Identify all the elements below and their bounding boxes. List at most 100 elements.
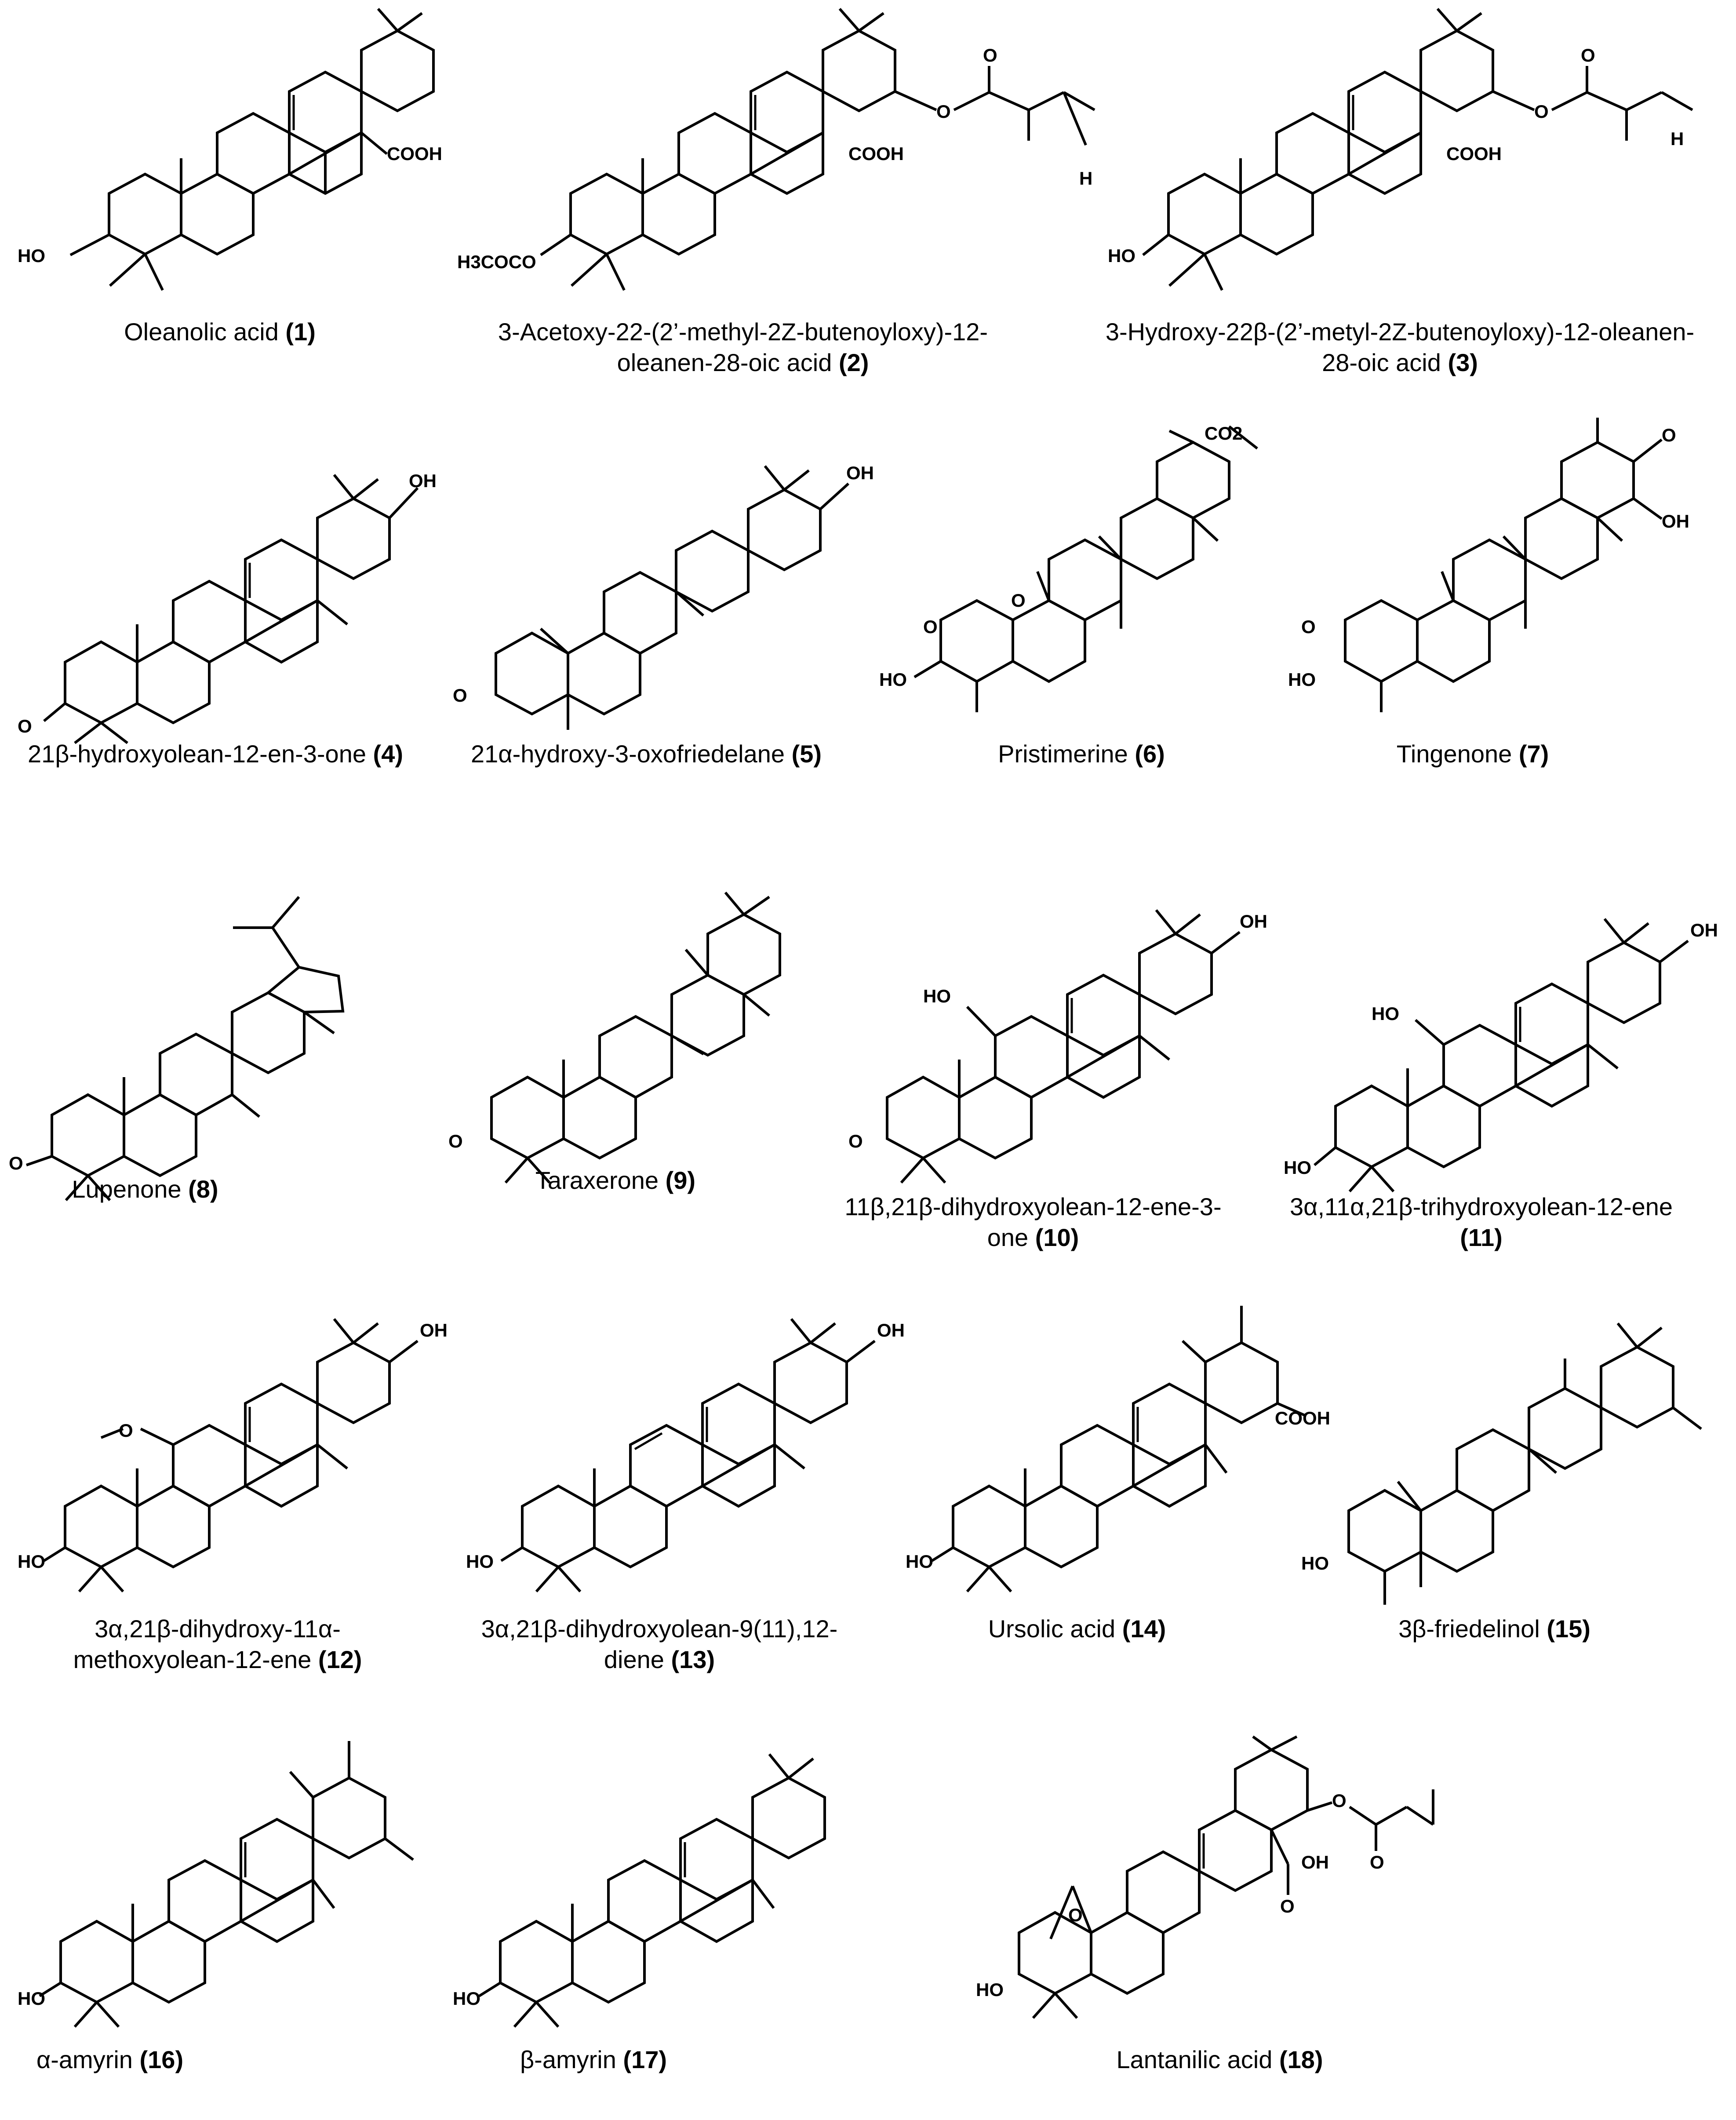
label-11-2: OH	[1690, 920, 1718, 940]
compound-number-1: (1)	[285, 318, 316, 346]
structure-5: O OH	[453, 463, 874, 730]
compound-4: O OH 21β-hydroxyolean-12-en-3-one (4)	[0, 422, 440, 818]
compound-name-2: 3-Acetoxy-22-(2’-methyl-2Z-butenoyloxy)-…	[498, 318, 988, 376]
skeleton-16	[39, 1741, 414, 2028]
structure-4: O OH	[18, 470, 437, 744]
skeleton-15	[1347, 1322, 1702, 1605]
label-7-2: O	[1662, 425, 1676, 445]
label-12-1: O	[119, 1420, 133, 1441]
compound-name-4: 21β-hydroxyolean-12-en-3-one	[27, 740, 366, 768]
structure-14: HO COOH	[906, 1306, 1330, 1592]
label-3-1: COOH	[1446, 143, 1502, 164]
caption-8: Lupenone (8)	[0, 1174, 290, 1205]
structure-13: HO OH	[466, 1318, 905, 1592]
skeleton-18	[1018, 1735, 1434, 2019]
label-18-2: O	[1332, 1790, 1347, 1811]
label-6-1: O	[1011, 590, 1026, 611]
compound-number-15: (15)	[1547, 1615, 1590, 1643]
skeleton-7	[1344, 418, 1663, 712]
skeleton-9	[490, 892, 781, 1184]
caption-13: 3α,21β-dihydroxyolean-9(11),12-diene (13…	[462, 1614, 857, 1675]
structure-6: O O HO CO2	[879, 423, 1258, 712]
label-13-1: OH	[877, 1320, 905, 1340]
compound-number-2: (2)	[838, 349, 869, 376]
caption-15: 3β-friedelinol (15)	[1297, 1614, 1692, 1644]
caption-10: 11β,21β-dihydroxyolean-12-ene-3-one (10)	[835, 1191, 1231, 1253]
structure-17: HO	[453, 1753, 826, 2028]
label-5-0: O	[453, 685, 467, 706]
label-10-2: OH	[1240, 911, 1267, 932]
label-18-5: O	[1370, 1852, 1384, 1872]
compound-name-5: 21α-hydroxy-3-oxofriedelane	[470, 740, 785, 768]
compound-10: O HO OH 11β,21β-dihydroxyolean-12-ene-3-…	[835, 857, 1275, 1275]
compound-name-10: 11β,21β-dihydroxyolean-12-ene-3-one	[844, 1193, 1222, 1251]
compound-number-16: (16)	[139, 2046, 184, 2073]
compound-5: O OH 21α-hydroxy-3-oxofriedelane (5)	[440, 422, 879, 818]
skeleton-14	[931, 1306, 1307, 1592]
compound-name-9: Taraxerone	[535, 1166, 659, 1194]
skeleton-12	[43, 1318, 419, 1592]
label-4-1: OH	[409, 470, 437, 491]
skeleton-13	[500, 1318, 876, 1592]
label-10-0: O	[848, 1131, 863, 1151]
compound-number-3: (3)	[1448, 349, 1478, 376]
skeleton-2	[540, 8, 1095, 291]
skeleton-5	[495, 465, 850, 730]
skeleton-3	[1142, 8, 1693, 291]
compound-number-4: (4)	[373, 740, 403, 768]
compound-15: HO 3β-friedelinol (15)	[1297, 1297, 1736, 1715]
label-10-1: HO	[923, 986, 951, 1006]
compound-number-17: (17)	[623, 2046, 667, 2073]
compound-name-8: Lupenone	[72, 1175, 182, 1203]
label-14-0: HO	[906, 1551, 933, 1572]
compound-number-14: (14)	[1122, 1615, 1166, 1643]
label-13-0: HO	[466, 1551, 494, 1572]
structure-16: HO	[18, 1741, 414, 2028]
compound-18: HO O O OH O O Lantanilic acid (18)	[967, 1735, 1736, 2120]
structure-3: HO COOH O O H	[1108, 8, 1693, 291]
compound-name-17: β-amyrin	[520, 2046, 616, 2073]
compound-number-9: (9)	[665, 1166, 696, 1194]
label-8-0: O	[9, 1153, 23, 1173]
caption-4: 21β-hydroxyolean-12-en-3-one (4)	[18, 739, 413, 769]
label-16-0: HO	[18, 1988, 45, 2009]
skeleton-11	[1314, 918, 1689, 1192]
compound-12: HO O OH 3α,21β-dihydroxy-11α-methoxyolea…	[0, 1297, 462, 1715]
compound-name-11: 3α,11α,21β-trihydroxyolean-12-ene	[1289, 1193, 1673, 1220]
label-1-0: HO	[18, 245, 45, 266]
structure-2: H3COCO COOH O O H	[457, 8, 1095, 291]
compound-17: HO β-amyrin (17)	[440, 1737, 879, 2120]
compound-number-8: (8)	[188, 1175, 218, 1203]
label-1-1: COOH	[387, 143, 442, 164]
compound-16: HO α-amyrin (16)	[0, 1737, 440, 2120]
caption-6: Pristimerine (6)	[862, 739, 1301, 769]
caption-2: 3-Acetoxy-22-(2’-methyl-2Z-butenoyloxy)-…	[457, 317, 1029, 378]
compound-name-12: 3α,21β-dihydroxy-11α-methoxyolean-12-ene	[73, 1615, 341, 1673]
label-2-1: COOH	[848, 143, 904, 164]
label-3-3: O	[1581, 45, 1595, 66]
compound-9: O Taraxerone (9)	[440, 857, 879, 1253]
label-6-2: HO	[879, 669, 907, 690]
caption-1: Oleanolic acid (1)	[0, 317, 440, 347]
compound-1: HO COOH Oleanolic acid (1)	[0, 0, 442, 396]
structure-7: O HO O OH	[1288, 418, 1689, 712]
compound-number-7: (7)	[1518, 740, 1549, 768]
compound-number-12: (12)	[318, 1646, 362, 1673]
caption-7: Tingenone (7)	[1275, 739, 1670, 769]
skeleton-17	[478, 1753, 826, 2028]
structure-8: O	[9, 896, 345, 1201]
label-2-2: O	[936, 101, 951, 122]
skeleton-1	[69, 8, 435, 291]
label-12-2: OH	[420, 1320, 448, 1340]
label-18-4: O	[1280, 1896, 1295, 1916]
caption-9: Taraxerone (9)	[440, 1165, 791, 1196]
compound-14: HO COOH Ursolic acid (14)	[901, 1297, 1341, 1715]
caption-18: Lantanilic acid (18)	[967, 2044, 1472, 2075]
label-3-4: H	[1670, 128, 1684, 149]
structure-15: HO	[1301, 1322, 1702, 1605]
compound-name-3: 3-Hydroxy-22β-(2’-metyl-2Z-butenoyloxy)-…	[1105, 318, 1695, 376]
label-7-1: HO	[1288, 669, 1316, 690]
caption-11: 3α,11α,21β-trihydroxyolean-12-ene (11)	[1275, 1191, 1688, 1253]
label-6-0: O	[923, 616, 938, 637]
